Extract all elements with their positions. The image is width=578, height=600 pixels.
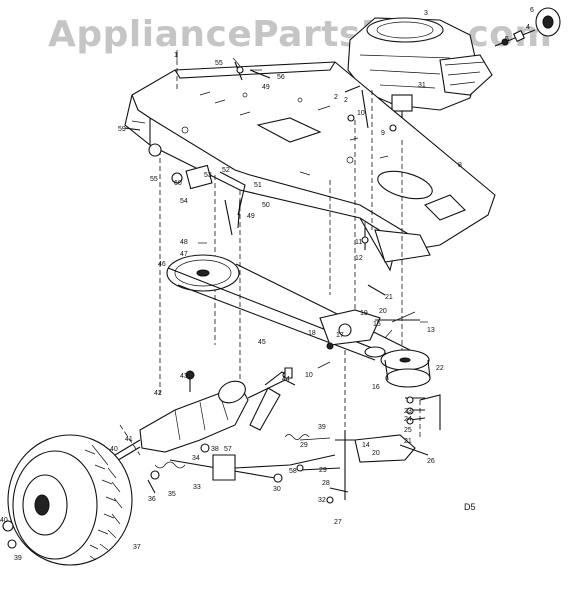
part-callout: 2 <box>344 97 348 104</box>
part-callout: 2 <box>334 94 338 101</box>
part-callout: 40 <box>0 517 8 524</box>
part-callout: 15 <box>373 321 381 328</box>
part-callout: 50 <box>262 202 270 209</box>
part-callout: 29 <box>300 442 308 449</box>
part-callout: 42 <box>154 390 162 397</box>
part-callout: 6 <box>530 7 534 14</box>
part-callout: 20 <box>372 450 380 457</box>
part-callout: 24 <box>404 416 412 423</box>
part-callout: 4 <box>526 24 530 31</box>
part-callout: 26 <box>427 458 435 465</box>
part-callout: 49 <box>262 84 270 91</box>
part-callout: 47 <box>180 251 188 258</box>
rear-wheel <box>2 434 133 566</box>
part-callout: 45 <box>258 339 266 346</box>
chassis-frame <box>124 61 496 272</box>
diagram-code: D5 <box>464 502 476 512</box>
part-callout: 28 <box>322 480 330 487</box>
part-callout: 22 <box>436 365 444 372</box>
part-callout: 33 <box>193 484 201 491</box>
part-callout: 16 <box>372 384 380 391</box>
part-callout: 39 <box>318 424 326 431</box>
part-callout: 30 <box>273 486 281 493</box>
part-callout: 35 <box>168 491 176 498</box>
part-callout: 31 <box>418 82 426 89</box>
part-callout: 46 <box>158 261 166 268</box>
part-callout: 56 <box>277 74 285 81</box>
part-callout: 20 <box>379 308 387 315</box>
part-callout: 58 <box>289 468 297 475</box>
leader-lines <box>131 50 428 369</box>
part-callout: 21 <box>385 294 393 301</box>
part-callout: 27 <box>334 519 342 526</box>
part-callout: 19 <box>360 310 368 317</box>
part-callout: 9 <box>381 130 385 137</box>
part-callout: 32 <box>318 497 326 504</box>
part-callout: 10 <box>305 372 313 379</box>
part-callout: 59 <box>118 126 126 133</box>
hardware-right <box>344 85 397 296</box>
part-callout: 55 <box>215 60 223 67</box>
linkage <box>147 434 349 504</box>
part-callout: 57 <box>224 446 232 453</box>
part-callout: 13 <box>427 327 435 334</box>
part-callout: 37 <box>133 544 141 551</box>
part-callout: 8 <box>458 162 462 169</box>
part-callout: 38 <box>211 446 219 453</box>
drive-belt <box>166 254 431 388</box>
part-callout: 18 <box>308 330 316 337</box>
part-callout: 44 <box>282 376 290 383</box>
part-callout: 54 <box>180 198 188 205</box>
transaxle <box>109 367 296 466</box>
part-callout: 55 <box>150 176 158 183</box>
clutch-bracket <box>335 394 441 500</box>
part-callout: 36 <box>148 496 156 503</box>
part-callout: 3 <box>424 10 428 17</box>
shift-lever <box>264 367 293 386</box>
part-callout: 10 <box>357 110 365 117</box>
part-callout: 17 <box>336 332 344 339</box>
part-callout: 1 <box>174 52 178 59</box>
part-callout: 41 <box>125 436 133 443</box>
part-callout: 12 <box>355 255 363 262</box>
callout-labels: 1555649234563121095955605354525150498111… <box>0 7 534 562</box>
idler-bracket <box>319 309 420 350</box>
part-callout: 25 <box>404 427 412 434</box>
part-callout: 5 <box>505 36 509 43</box>
part-callout: 60 <box>174 180 182 187</box>
part-callout: 53 <box>204 172 212 179</box>
part-callout: 51 <box>254 182 262 189</box>
part-callout: 52 <box>222 167 230 174</box>
part-callout: 49 <box>247 213 255 220</box>
brackets <box>124 61 271 236</box>
part-callout: 34 <box>192 455 200 462</box>
engine <box>347 17 493 140</box>
pulley-top <box>494 7 561 47</box>
part-callout: 39 <box>14 555 22 562</box>
part-callout: 48 <box>180 239 188 246</box>
part-callout: 43 <box>180 373 188 380</box>
part-callout: 14 <box>362 442 370 449</box>
part-callout: 11 <box>355 239 362 246</box>
part-callout: 23 <box>404 408 412 415</box>
part-callout: 40 <box>110 446 118 453</box>
part-callout: 29 <box>319 467 327 474</box>
part-callout: 21 <box>404 438 412 445</box>
